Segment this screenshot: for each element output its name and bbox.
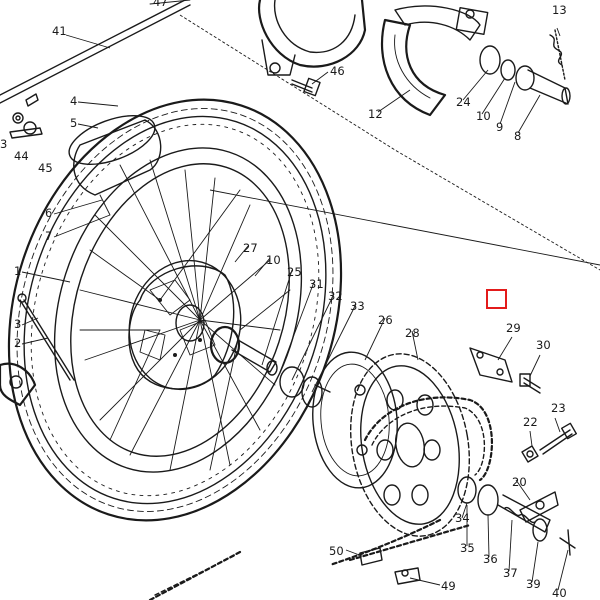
- callout-c22: 22: [523, 415, 538, 429]
- callout-c40: 40: [552, 586, 567, 600]
- callout-c29: 29: [506, 321, 521, 335]
- callout-c13: 13: [552, 3, 567, 17]
- callout-c10b: 10: [266, 253, 281, 267]
- wheel: [7, 98, 343, 522]
- callout-c50: 50: [329, 544, 344, 558]
- callout-c46: 46: [330, 64, 345, 78]
- callout-c34: 34: [455, 511, 470, 525]
- callout-c27: 27: [243, 241, 258, 255]
- callout-c25: 25: [287, 265, 302, 279]
- drive-chain: [148, 396, 494, 600]
- callout-c12: 12: [368, 107, 383, 121]
- callout-c30: 30: [536, 338, 551, 352]
- sprocket-carrier: [312, 351, 398, 489]
- brake-shoes: [380, 5, 489, 117]
- callout-labels: 4741453444567132461312241098271025313233…: [0, 0, 567, 600]
- callout-c49: 49: [441, 579, 456, 593]
- sprocket: [349, 353, 471, 537]
- axle-spacers: [209, 325, 331, 408]
- brake-camshaft: [479, 29, 571, 105]
- axle-rod: [0, 0, 191, 104]
- callout-c37: 37: [503, 566, 518, 580]
- callout-c4: 4: [70, 94, 77, 108]
- lock-plate: [469, 347, 541, 394]
- callout-c8: 8: [514, 129, 521, 143]
- callout-c20: 20: [512, 475, 527, 489]
- callout-c5: 5: [70, 116, 77, 130]
- left-small-parts: [0, 293, 75, 407]
- chain-adjuster: [457, 476, 576, 556]
- callout-c23: 23: [551, 401, 566, 415]
- boundary-lines: [179, 14, 600, 271]
- callout-c32: 32: [328, 289, 343, 303]
- callout-c10a: 10: [476, 109, 491, 123]
- callout-c3a: 3: [0, 137, 7, 151]
- callout-c3b: 3: [14, 317, 21, 331]
- callout-c28: 28: [405, 326, 420, 340]
- callout-c1: 1: [14, 264, 21, 278]
- callout-c24: 24: [456, 95, 471, 109]
- callout-c45: 45: [38, 161, 53, 175]
- bolt-46: [291, 77, 321, 97]
- fasteners-left: [9, 93, 43, 139]
- brake-drum: [257, 0, 367, 76]
- callout-c33: 33: [350, 299, 365, 313]
- callout-c39: 39: [526, 577, 541, 591]
- callout-c35: 35: [460, 541, 475, 555]
- highlight-box[interactable]: [486, 289, 507, 309]
- callout-c26: 26: [378, 313, 393, 327]
- callout-c9: 9: [496, 120, 503, 134]
- callout-c36: 36: [483, 552, 498, 566]
- callout-c44: 44: [14, 149, 29, 163]
- callout-c7: 7: [45, 229, 52, 243]
- inner-tube: [68, 115, 162, 216]
- bolt-23: [521, 422, 578, 463]
- callout-c31: 31: [309, 277, 324, 291]
- callout-c2: 2: [14, 336, 21, 350]
- spokes: [79, 159, 291, 471]
- leader-lines: [21, 27, 569, 591]
- callout-c47: 47: [153, 0, 168, 9]
- callout-c6: 6: [45, 206, 52, 220]
- callout-c41: 41: [52, 24, 67, 38]
